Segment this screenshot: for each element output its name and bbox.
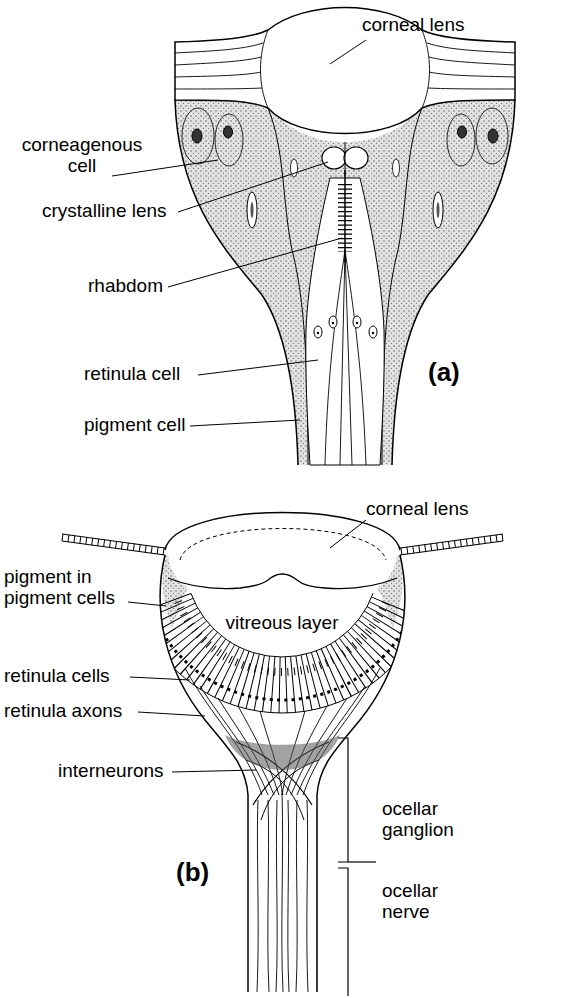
cornea-striation xyxy=(175,72,261,77)
leader-line xyxy=(178,162,328,212)
part-label: ocellar nerve xyxy=(382,880,482,923)
leader-line xyxy=(330,40,366,64)
corneal-lens-a xyxy=(175,8,515,134)
rhabdom-shaft xyxy=(344,170,346,262)
retinula-region xyxy=(306,178,384,465)
cornea-outline xyxy=(175,8,515,134)
rhabdom-microvilli xyxy=(338,184,352,252)
leader-line xyxy=(330,520,366,548)
leader-lines-b xyxy=(128,520,376,996)
cornea-striations-mirror xyxy=(422,30,515,108)
leader-line xyxy=(128,602,166,606)
part-label: retinula cell xyxy=(84,363,180,384)
retina-inner-edge xyxy=(191,593,373,657)
retinula-boundary xyxy=(325,250,345,465)
retinula-boundary xyxy=(345,250,366,465)
panel-letter: (a) xyxy=(428,358,460,387)
part-label: retinula cells xyxy=(4,665,110,686)
cell-boundary xyxy=(268,108,308,465)
leader-line xyxy=(198,360,318,375)
bracket xyxy=(338,738,348,862)
cuticle-line xyxy=(62,541,165,555)
retinula-nuclei xyxy=(150,608,413,700)
part-label: pigment cell xyxy=(84,414,185,435)
leader-line xyxy=(138,712,205,716)
cornea-striations xyxy=(175,30,268,108)
part-label: rhabdom xyxy=(88,275,163,296)
nerve-fibre xyxy=(257,800,258,992)
nucleolus xyxy=(332,322,334,324)
nerve-fibre xyxy=(276,800,277,992)
cuticle-line xyxy=(62,534,165,548)
cell-nucleus xyxy=(224,126,233,138)
retinula-group xyxy=(306,142,384,465)
nucleolus xyxy=(372,332,374,334)
corneal-lens-inner xyxy=(180,529,386,561)
part-label: corneal lens xyxy=(366,498,468,519)
retinula-boundary xyxy=(345,250,352,465)
cell-nucleus xyxy=(247,192,257,228)
cell-nucleus xyxy=(192,129,202,143)
leader-line xyxy=(172,770,256,772)
synaptic-band xyxy=(225,735,340,770)
corneal-lens-bottom xyxy=(168,574,397,589)
cornea-striation xyxy=(175,43,263,53)
retinula-boundary xyxy=(340,250,345,465)
crystalline-lens-split xyxy=(345,142,346,176)
nerve-fibre xyxy=(282,790,283,992)
part-label: ocellar ganglion xyxy=(382,798,482,841)
retinula-nucleus xyxy=(353,316,361,328)
corneal-lens-outline xyxy=(165,513,400,551)
part-label: crystalline lens xyxy=(42,200,167,221)
nerve-fibre xyxy=(268,800,269,992)
cuticle-hatch xyxy=(62,538,165,552)
retinula-nucleus xyxy=(329,316,337,328)
cornea-striation xyxy=(175,57,261,65)
leader-line xyxy=(112,160,218,176)
retina xyxy=(138,593,426,770)
crystalline-lens xyxy=(344,147,368,169)
cornea-junction xyxy=(261,30,269,108)
part-label: corneagenous cell xyxy=(12,134,152,177)
part-label: vitreous layer xyxy=(202,612,362,633)
corneagenous-cell xyxy=(182,108,214,164)
cell-nucleus xyxy=(251,202,254,218)
leader-line xyxy=(190,420,300,426)
retinula-nucleus xyxy=(369,326,377,338)
retinula-nucleus xyxy=(314,326,322,338)
part-label: corneal lens xyxy=(362,14,464,35)
crystalline-lens xyxy=(322,147,346,169)
nucleolus xyxy=(356,322,358,324)
part-label: pigment in pigment cells xyxy=(4,566,132,609)
nucleolus xyxy=(317,332,319,334)
rhabdomeres xyxy=(177,598,388,672)
retinula-cells xyxy=(165,603,400,685)
part-label: retinula axons xyxy=(4,700,122,721)
part-label: interneurons xyxy=(58,760,164,781)
leader-line xyxy=(130,677,190,680)
corneagenous-cell xyxy=(215,114,243,166)
bracket-tick xyxy=(348,861,376,862)
retina-base xyxy=(138,612,426,713)
panel-letter: (b) xyxy=(176,858,209,887)
cornea-striation xyxy=(175,88,262,89)
leader-line xyxy=(168,238,342,287)
bracket xyxy=(338,868,348,996)
